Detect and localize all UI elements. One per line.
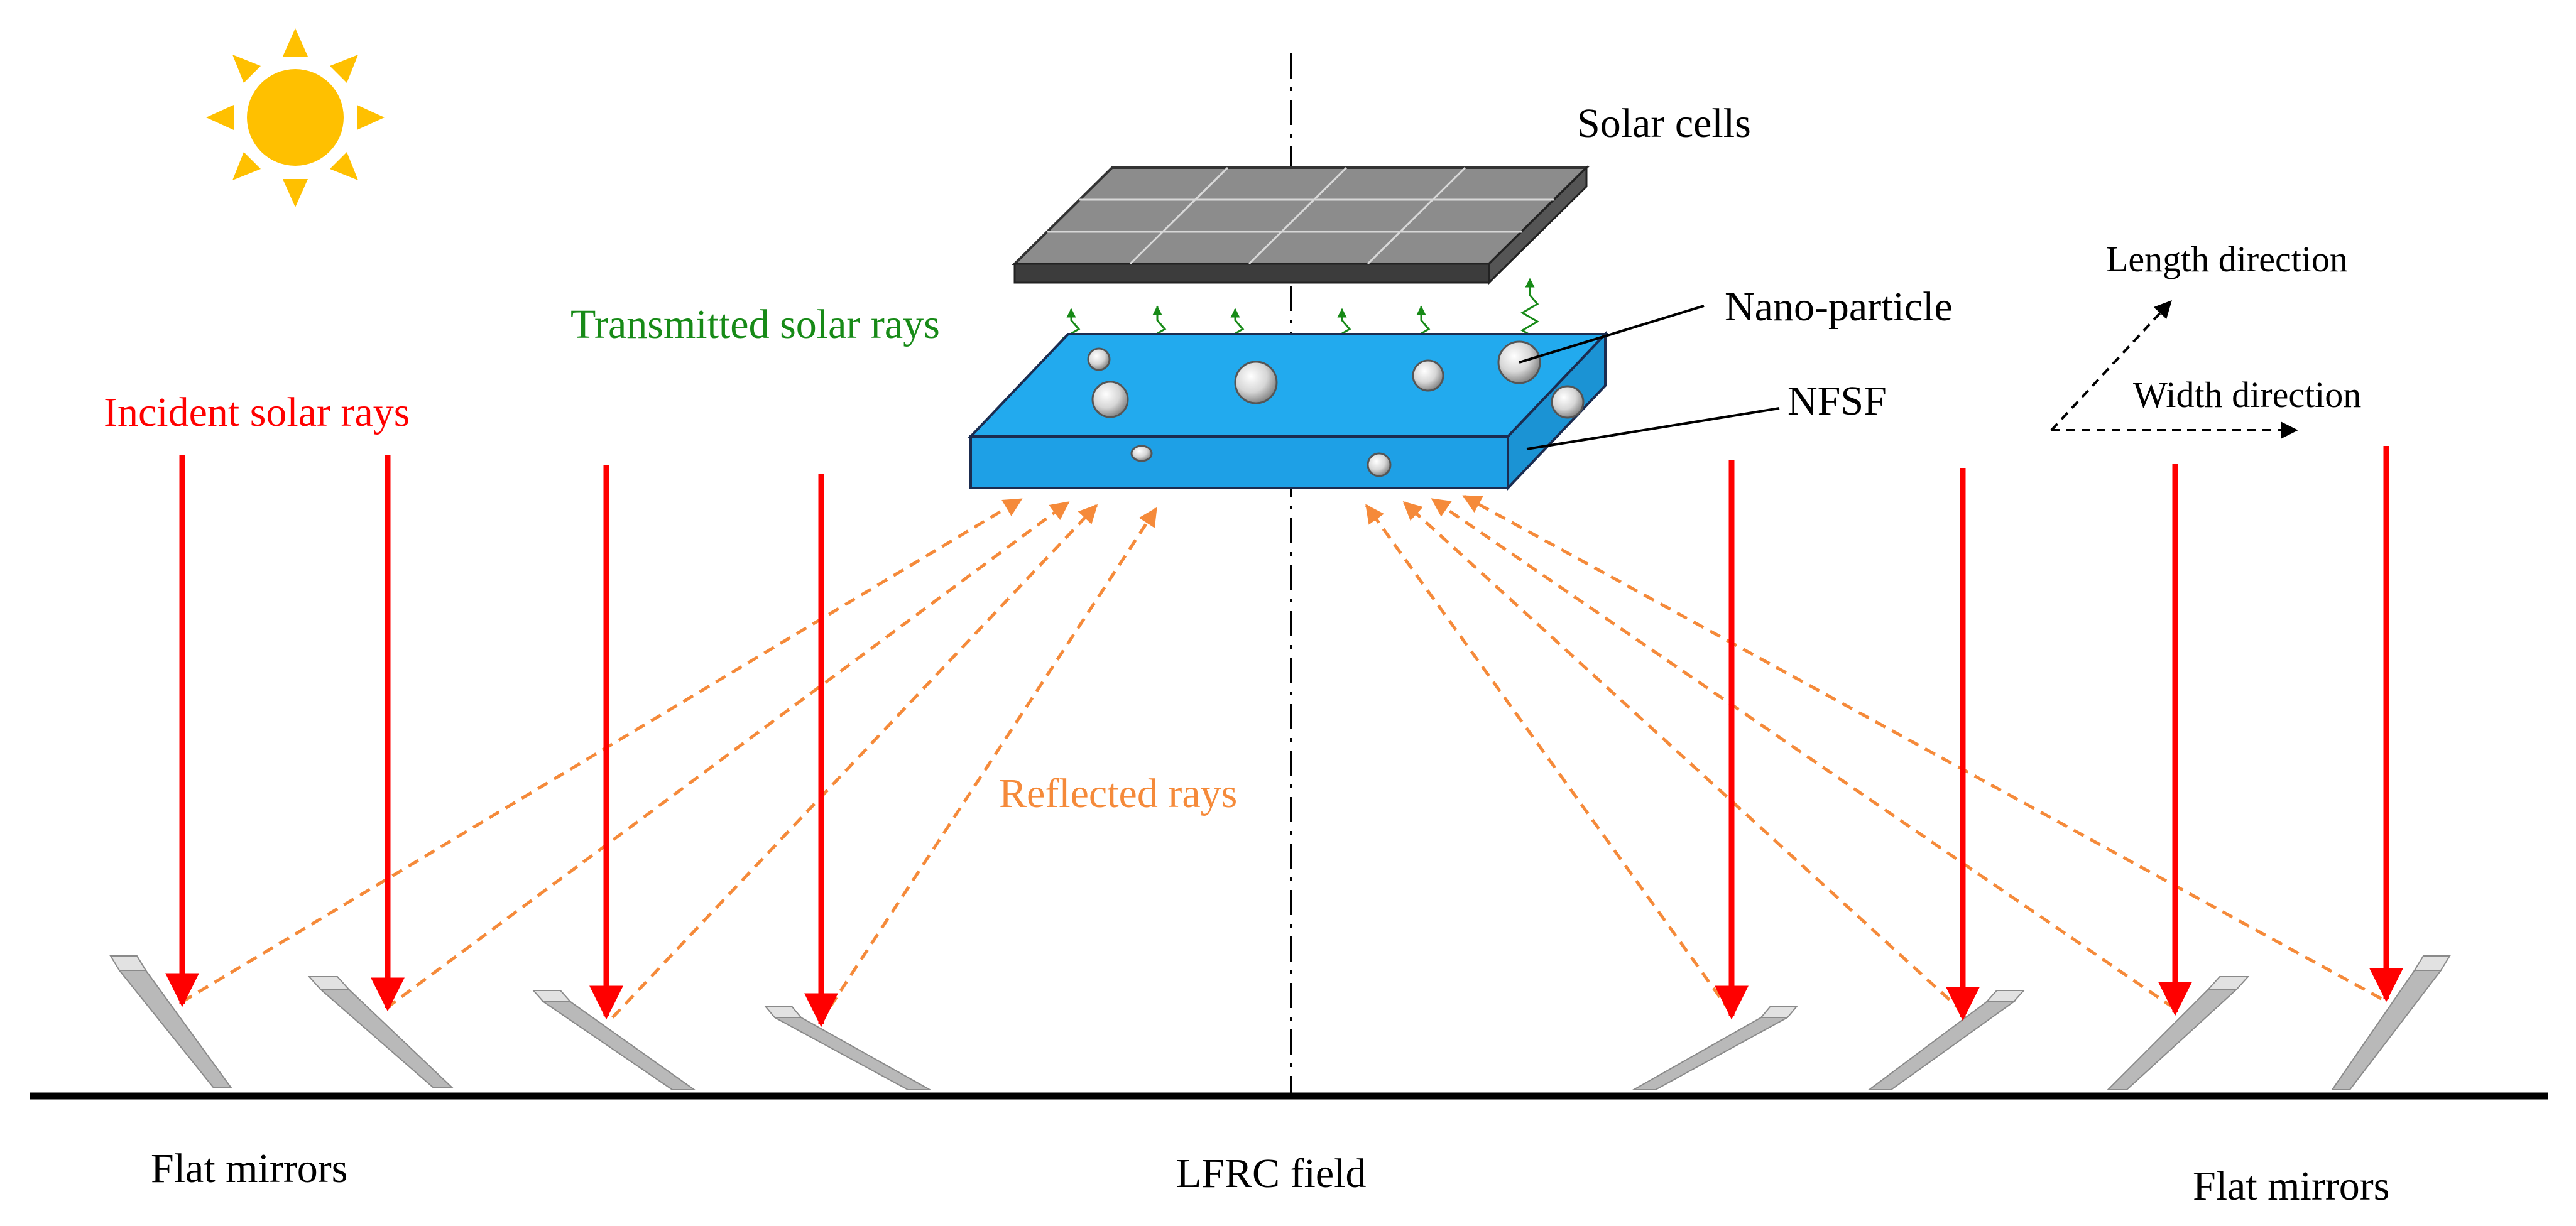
sun-icon [206, 28, 385, 207]
flat-mirror [109, 955, 232, 1088]
reflected-rays-label: Reflected rays [999, 771, 1237, 816]
flat-mirror [2106, 976, 2250, 1090]
nfsf-block [968, 330, 1608, 492]
transmitted-rays-label: Transmitted solar rays [570, 301, 940, 347]
flat-mirror [1867, 990, 2026, 1090]
lfrc-field-label: LFRC field [1176, 1151, 1367, 1196]
nfsf-leader [1526, 407, 1780, 450]
incident-rays [165, 446, 2403, 1028]
flat-mirror [532, 990, 697, 1090]
incident-rays-label: Incident solar rays [104, 389, 410, 435]
nano-particles [1087, 340, 1585, 477]
flat-mirrors-left-label: Flat mirrors [151, 1146, 347, 1191]
flat-mirrors [109, 955, 2451, 1090]
nfsf-label: NFSF [1787, 378, 1887, 424]
flat-mirror [1631, 1006, 1799, 1090]
flat-mirror [763, 1006, 932, 1090]
solar-panel [1012, 165, 1590, 285]
nano-particle-leader [1519, 305, 1705, 364]
flat-mirror [307, 976, 454, 1088]
direction-indicator [2050, 300, 2298, 439]
length-direction-label: Length direction [2106, 239, 2348, 279]
nano-particle-label: Nano-particle [1725, 284, 1953, 330]
flat-mirrors-right-label: Flat mirrors [2193, 1163, 2389, 1209]
flat-mirror [2331, 955, 2451, 1090]
reflected-rays [181, 494, 2382, 1024]
solar-cells-label: Solar cells [1577, 100, 1751, 146]
width-direction-label: Width direction [2133, 374, 2361, 415]
